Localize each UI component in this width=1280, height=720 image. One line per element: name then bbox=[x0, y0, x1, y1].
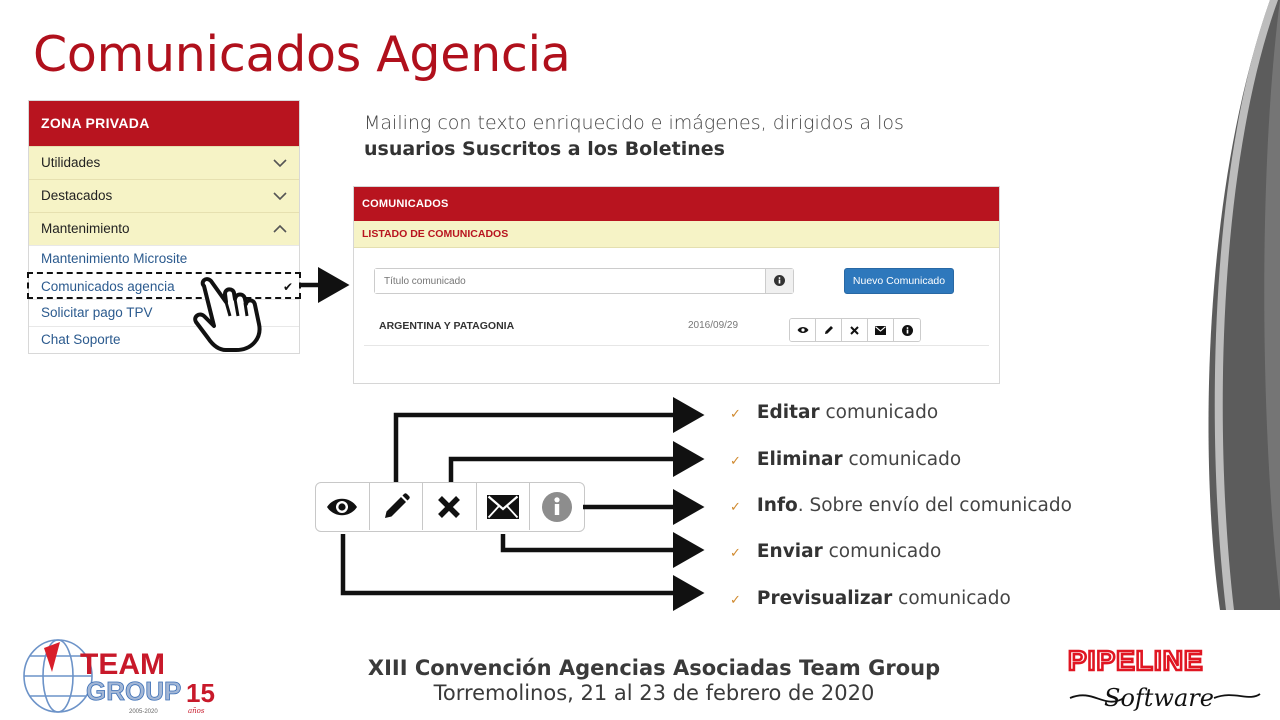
chevron-down-icon bbox=[273, 180, 287, 223]
enlarged-action-bar bbox=[315, 482, 585, 532]
info-icon[interactable] bbox=[894, 319, 920, 341]
menu-item-chat-soporte[interactable]: Chat Soporte bbox=[29, 326, 299, 353]
table-row: ARGENTINA Y PATAGONIA 2016/09/29 bbox=[364, 312, 989, 346]
menu-group-utilidades[interactable]: Utilidades bbox=[29, 146, 299, 179]
legend-text: comunicado bbox=[819, 402, 939, 423]
legend-bold: Eliminar bbox=[756, 449, 843, 470]
menu-group-label: Utilidades bbox=[41, 155, 101, 170]
legend-text: comunicado bbox=[892, 588, 1011, 609]
checkmark-icon: ✔ bbox=[282, 280, 293, 294]
footer-event-place-date: Torremolinos, 21 al 23 de febrero de 202… bbox=[433, 681, 875, 705]
check-icon: ✓ bbox=[730, 546, 741, 561]
legend-bold: Previsualizar bbox=[756, 588, 893, 609]
eye-icon[interactable] bbox=[316, 483, 370, 530]
legend-item-delete: ✓ Eliminar comunicado bbox=[730, 449, 961, 470]
software-word: Software bbox=[1104, 684, 1214, 712]
envelope-icon[interactable] bbox=[477, 483, 531, 530]
menu-group-destacados[interactable]: Destacados bbox=[29, 179, 299, 212]
panel-header: COMUNICADOS bbox=[354, 187, 999, 221]
menu-item-mantenimiento-microsite[interactable]: Mantenimiento Microsite bbox=[29, 245, 299, 272]
row-action-group bbox=[789, 318, 921, 342]
footer-event-title: XIII Convención Agencias Asociadas Team … bbox=[367, 656, 941, 680]
slide-title: Comunicados Agencia bbox=[33, 26, 571, 83]
title-search-input[interactable] bbox=[375, 269, 765, 293]
legend-bold: Info bbox=[756, 495, 798, 516]
menu-group-label: Mantenimiento bbox=[41, 221, 130, 236]
private-zone-menu: ZONA PRIVADA Utilidades Destacados Mante… bbox=[27, 100, 301, 354]
menu-item-solicitar-pago-tpv[interactable]: Solicitar pago TPV bbox=[29, 299, 299, 326]
check-icon: ✓ bbox=[730, 407, 741, 422]
menu-item-label: Comunicados agencia bbox=[41, 279, 175, 294]
pipeline-software-logo: PIPELINE Software bbox=[1067, 644, 1261, 712]
x-icon[interactable] bbox=[842, 319, 868, 341]
check-icon: ✓ bbox=[730, 500, 741, 515]
legend-item-edit: ✓ Editar comunicado bbox=[730, 402, 938, 423]
description-line-2: usuarios Suscritos a los Boletines bbox=[364, 138, 725, 160]
check-icon: ✓ bbox=[730, 454, 741, 469]
private-zone-header: ZONA PRIVADA bbox=[29, 101, 299, 146]
legend-item-send: ✓ Enviar comunicado bbox=[730, 541, 941, 562]
pipeline-word: PIPELINE bbox=[1068, 645, 1204, 676]
chevron-down-icon bbox=[273, 147, 287, 190]
menu-group-label: Destacados bbox=[41, 188, 113, 203]
slide-description: Mailing con texto enriquecido e imágenes… bbox=[364, 110, 964, 162]
panel-subheader: LISTADO DE COMUNICADOS bbox=[354, 221, 999, 248]
legend-bold: Editar bbox=[756, 402, 820, 423]
pointing-hand-icon bbox=[193, 277, 262, 352]
team-group-logo: TEAM GROUP 15 años 2005-2020 bbox=[23, 639, 215, 715]
eye-icon[interactable] bbox=[790, 319, 816, 341]
group-word: GROUP bbox=[86, 676, 181, 706]
chevron-up-icon bbox=[273, 213, 287, 256]
comunicado-date: 2016/09/29 bbox=[688, 320, 739, 331]
x-icon[interactable] bbox=[423, 483, 477, 530]
comunicados-panel: COMUNICADOS LISTADO DE COMUNICADOS Nuevo… bbox=[353, 186, 1000, 384]
years-number: 15 bbox=[186, 678, 215, 708]
legend-text: comunicado bbox=[842, 449, 962, 470]
decorative-swoosh bbox=[1208, 0, 1280, 610]
info-icon[interactable] bbox=[765, 269, 793, 293]
legend-text: comunicado bbox=[822, 541, 942, 562]
team-word: TEAM bbox=[80, 648, 165, 681]
menu-group-mantenimiento[interactable]: Mantenimiento bbox=[29, 212, 299, 245]
envelope-icon[interactable] bbox=[868, 319, 894, 341]
legend-item-preview: ✓ Previsualizar comunicado bbox=[730, 588, 1011, 609]
comunicado-name: ARGENTINA Y PATAGONIA bbox=[379, 320, 515, 332]
legend-bold: Enviar bbox=[756, 541, 823, 562]
legend-text: . Sobre envío del comunicado bbox=[797, 495, 1072, 516]
info-icon[interactable] bbox=[530, 483, 584, 530]
description-line-1: Mailing con texto enriquecido e imágenes… bbox=[364, 112, 904, 134]
years-word: años bbox=[188, 707, 205, 715]
legend-item-info: ✓ Info. Sobre envío del comunicado bbox=[730, 495, 1072, 516]
title-search-box bbox=[374, 268, 794, 294]
pencil-icon[interactable] bbox=[370, 483, 424, 530]
pencil-icon[interactable] bbox=[816, 319, 842, 341]
new-comunicado-button[interactable]: Nuevo Comunicado bbox=[844, 268, 954, 294]
check-icon: ✓ bbox=[730, 593, 741, 608]
slide-footer: XIII Convención Agencias Asociadas Team … bbox=[300, 656, 1008, 705]
years-range: 2005-2020 bbox=[129, 709, 158, 715]
